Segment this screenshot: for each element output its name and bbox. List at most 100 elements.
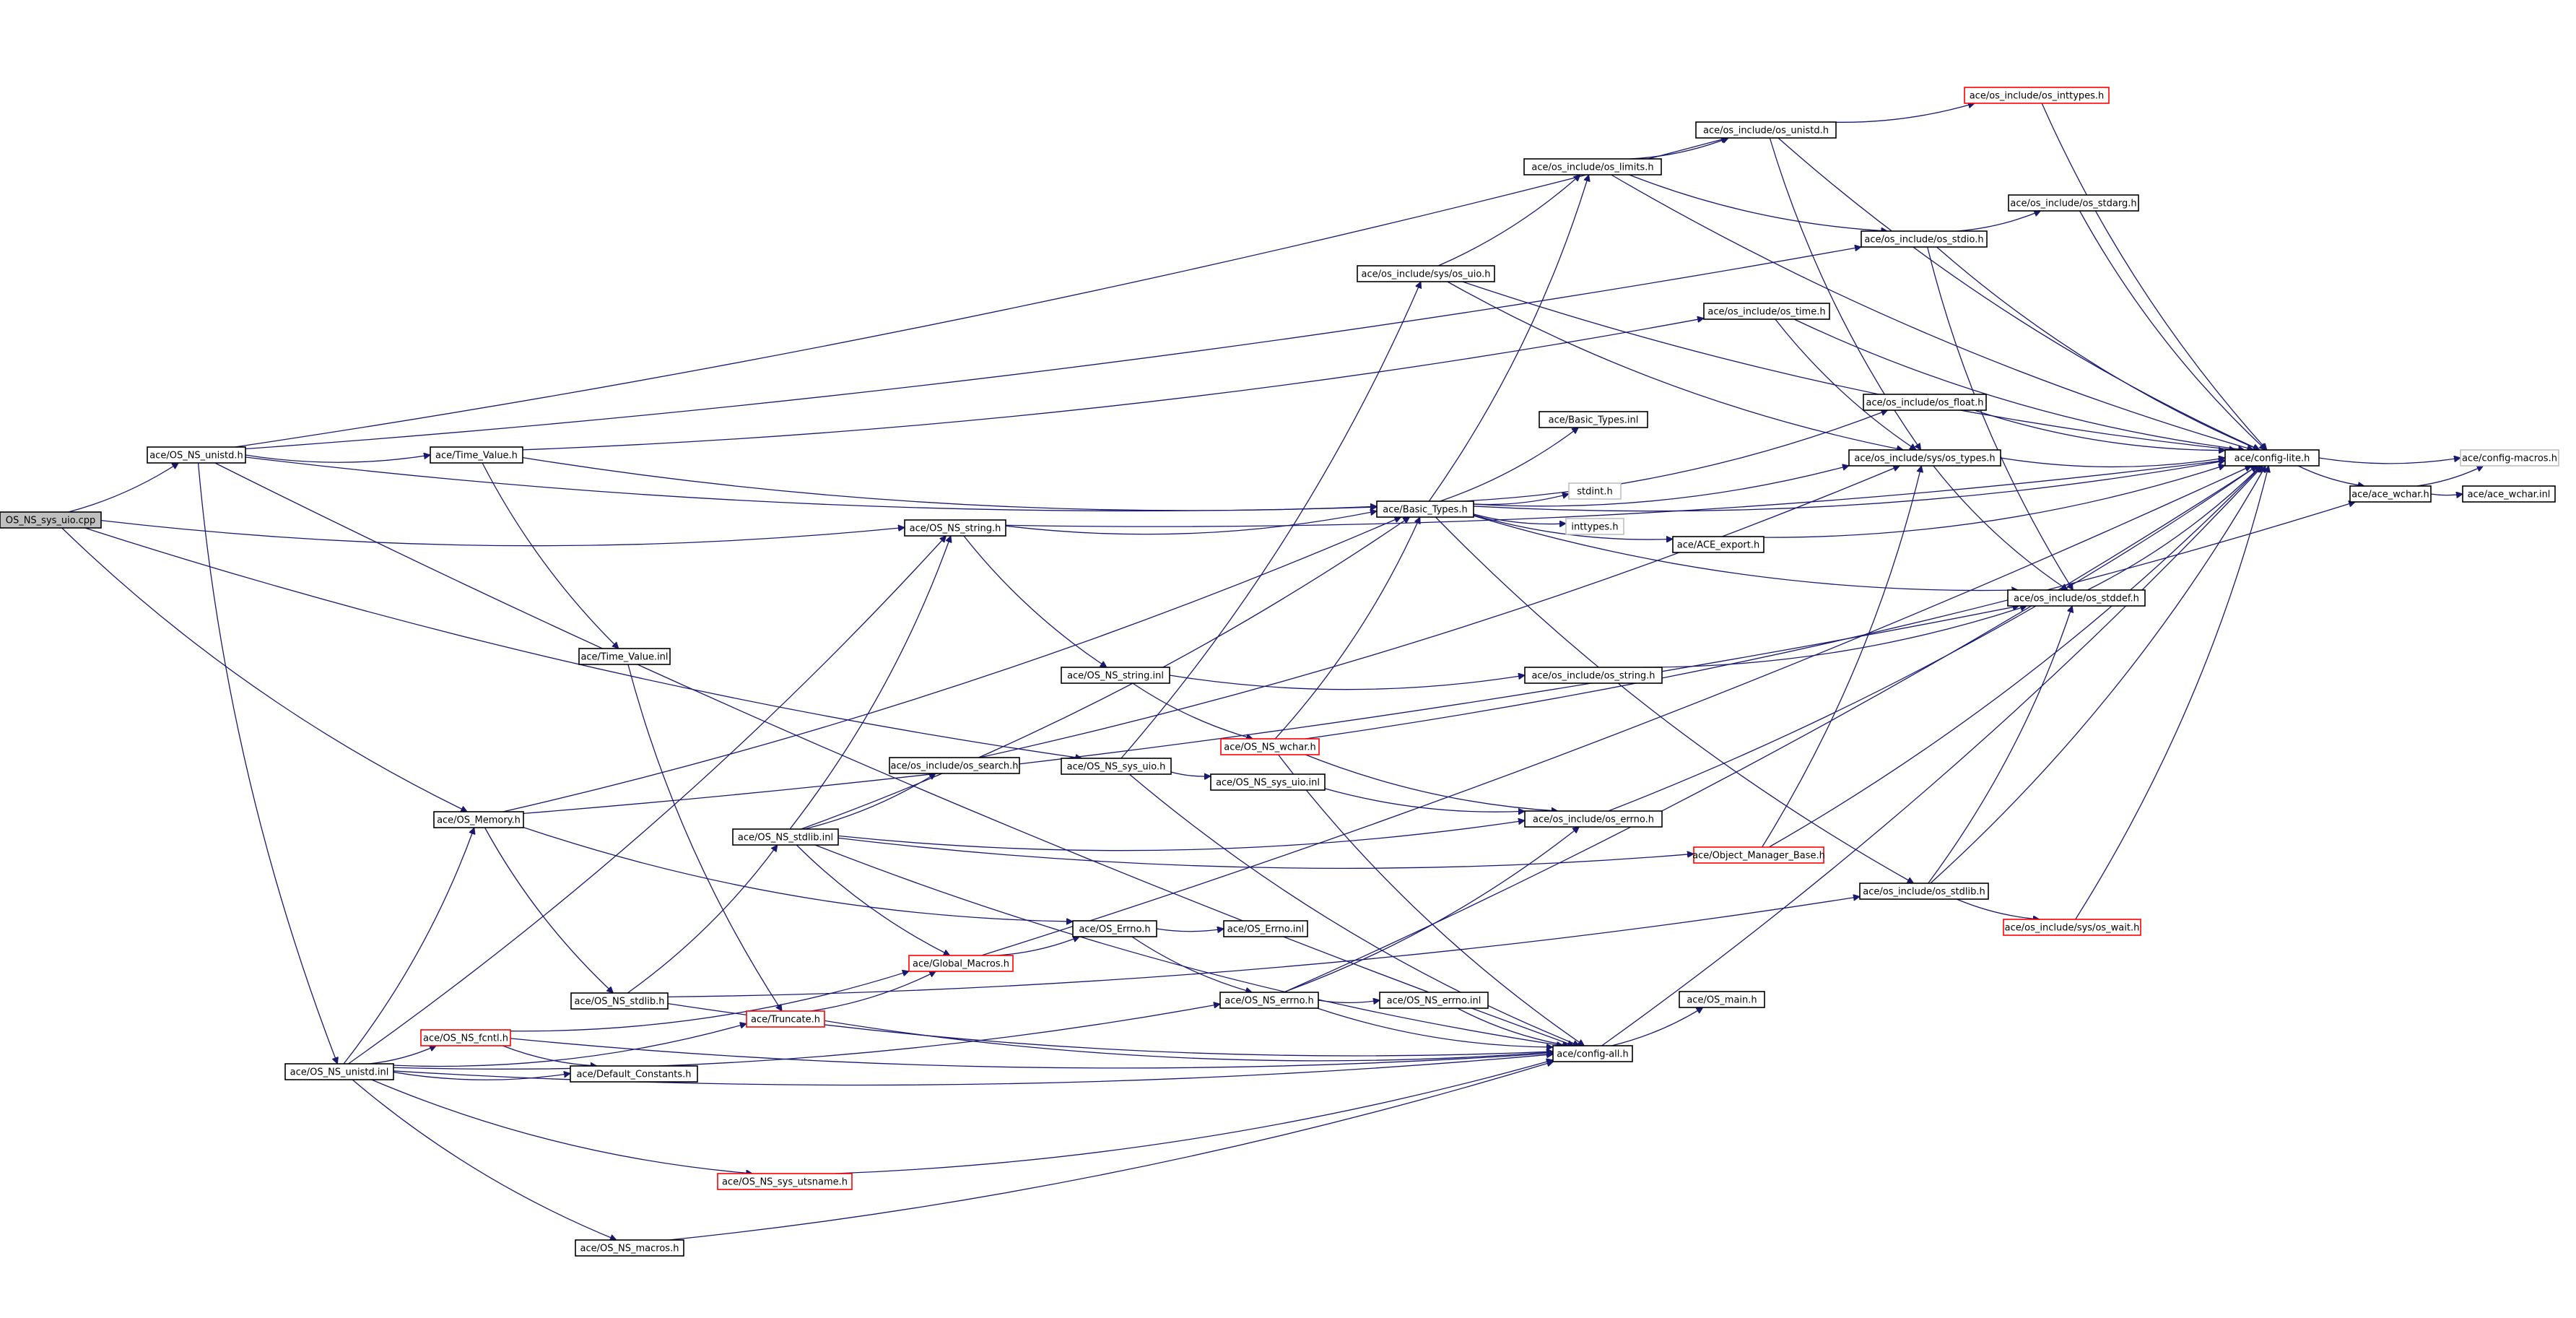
edge-os_unistd_inc-to-os_inttypes xyxy=(1827,103,1975,123)
node-box xyxy=(430,446,523,464)
node-label: ace/config-all.h xyxy=(1557,1049,1629,1060)
node-ace-os-ns-unistd-inl[interactable]: ace/OS_NS_unistd.inl xyxy=(284,1063,394,1080)
node-ace-os-ns-string-inl[interactable]: ace/OS_NS_string.inl xyxy=(1061,667,1170,684)
edge-fcntl_h-to-global_macros xyxy=(510,971,909,1032)
edge-sys_os_types-to-config_lite xyxy=(2000,458,2225,468)
edge-os_stddef-to-config_lite xyxy=(2087,466,2260,591)
node-ace-os-include-os-errno-h[interactable]: ace/os_include/os_errno.h xyxy=(1524,810,1663,828)
node-ace-os-errno-h[interactable]: ace/OS_Errno.h xyxy=(1072,920,1157,937)
node-ace-os-ns-stdlib-inl[interactable]: ace/OS_NS_stdlib.inl xyxy=(732,828,839,846)
node-ace-os-ns-unistd-h[interactable]: ace/OS_NS_unistd.h xyxy=(147,446,246,464)
edge-os_errno_h-to-ns_errno_h xyxy=(1131,936,1252,992)
node-label: ace/OS_NS_sys_uio.inl xyxy=(1216,778,1320,789)
node-ace-os-include-os-string-h[interactable]: ace/os_include/os_string.h xyxy=(1524,667,1663,684)
node-label: ace/OS_NS_unistd.inl xyxy=(290,1067,389,1078)
edge-sys_os_uio-to-os_limits xyxy=(1437,175,1580,266)
edge-memory_h-to-ns_stdlib_h xyxy=(484,827,614,993)
node-ace-object-manager-base-h[interactable]: ace/Object_Manager_Base.h xyxy=(1692,846,1825,864)
edge-unistd_inl-to-config_all xyxy=(393,1054,1553,1086)
node-box xyxy=(2460,449,2559,467)
edge-ns_wchar_h-to-config_all xyxy=(1278,754,1585,1046)
node-label: ace/os_include/os_time.h xyxy=(1707,307,1825,318)
node-ace-os-memory-h[interactable]: ace/OS_Memory.h xyxy=(433,811,524,828)
edge-fcntl_h-to-config_all xyxy=(510,1038,1553,1069)
edge-obj_mgr_base-to-sys_os_types xyxy=(1762,466,1922,848)
edge-basic_types_h-to-os_limits xyxy=(1428,175,1588,502)
node-ace-config-macros-h[interactable]: ace/config-macros.h xyxy=(2460,449,2559,467)
node-ace-basic-types-h[interactable]: ace/Basic_Types.h xyxy=(1376,500,1474,518)
node-box xyxy=(1863,394,1987,411)
edges-layer xyxy=(61,103,2484,1240)
edge-sys_os_uio-to-config_lite xyxy=(1462,281,2236,450)
node-box xyxy=(889,757,1020,774)
edge-os_inttypes-to-config_lite xyxy=(2041,103,2267,450)
node-ace-ace-wchar-h[interactable]: ace/ace_wchar.h xyxy=(2349,485,2432,503)
node-box xyxy=(570,992,669,1010)
node-box xyxy=(147,446,246,464)
node-ace-config-all-h[interactable]: ace/config-all.h xyxy=(1552,1045,1633,1062)
edge-memory_h-to-os_errno_h xyxy=(523,827,1073,922)
node-ace-global-macros-h[interactable]: ace/Global_Macros.h xyxy=(908,955,1014,972)
edge-unistd_h-to-basic_types_h xyxy=(245,456,1377,512)
node-ace-os-ns-sys-utsname-h[interactable]: ace/OS_NS_sys_utsname.h xyxy=(717,1173,853,1190)
node-ace-basic-types-inl[interactable]: ace/Basic_Types.inl xyxy=(1539,411,1648,428)
node-ace-os-ns-macros-h[interactable]: ace/OS_NS_macros.h xyxy=(575,1239,684,1257)
node-ace-os-include-os-stdarg-h[interactable]: ace/os_include/os_stdarg.h xyxy=(2008,194,2139,212)
node-ace-os-include-sys-os-wait-h[interactable]: ace/os_include/sys/os_wait.h xyxy=(2003,919,2141,936)
node-label: stdint.h xyxy=(1577,487,1612,498)
node-label: ace/ace_wchar.inl xyxy=(2468,490,2551,500)
node-ace-ace-wchar-inl[interactable]: ace/ace_wchar.inl xyxy=(2462,485,2556,503)
node-label: ace/os_include/os_float.h xyxy=(1866,398,1983,409)
node-os-ns-sys-uio-cpp[interactable]: OS_NS_sys_uio.cpp xyxy=(0,511,102,529)
node-ace-os-ns-sys-uio-h[interactable]: ace/OS_NS_sys_uio.h xyxy=(1061,758,1172,775)
node-ace-os-errno-inl[interactable]: ace/OS_Errno.inl xyxy=(1223,920,1308,937)
node-ace-os-ns-errno-h[interactable]: ace/OS_NS_errno.h xyxy=(1219,992,1319,1009)
node-ace-os-include-os-inttypes-h[interactable]: ace/os_include/os_inttypes.h xyxy=(1964,87,2110,104)
node-ace-time-value-h[interactable]: ace/Time_Value.h xyxy=(430,446,523,464)
node-ace-os-include-os-search-h[interactable]: ace/os_include/os_search.h xyxy=(889,757,1020,774)
node-ace-os-ns-sys-uio-inl[interactable]: ace/OS_NS_sys_uio.inl xyxy=(1210,773,1326,791)
node-ace-os-include-os-unistd-h[interactable]: ace/os_include/os_unistd.h xyxy=(1695,121,1837,139)
node-ace-os-include-sys-os-types-h[interactable]: ace/os_include/sys/os_types.h xyxy=(1848,449,2001,467)
node-stdint-h[interactable]: stdint.h xyxy=(1568,482,1622,500)
node-ace-os-ns-errno-inl[interactable]: ace/OS_NS_errno.inl xyxy=(1379,992,1489,1009)
node-ace-os-include-os-time-h[interactable]: ace/os_include/os_time.h xyxy=(1703,303,1830,320)
edge-os_stdio-to-os_stdarg xyxy=(1957,211,2041,232)
node-ace-os-include-os-stddef-h[interactable]: ace/os_include/os_stddef.h xyxy=(2007,589,2146,607)
node-ace-os-ns-string-h[interactable]: ace/OS_NS_string.h xyxy=(904,519,1006,537)
node-ace-os-ns-fcntl-h[interactable]: ace/OS_NS_fcntl.h xyxy=(420,1029,511,1046)
node-label: ace/os_include/os_limits.h xyxy=(1531,162,1653,173)
node-ace-os-include-os-stdio-h[interactable]: ace/os_include/os_stdio.h xyxy=(1861,230,1988,248)
node-label: ace/OS_NS_wchar.h xyxy=(1224,742,1315,753)
node-box xyxy=(2008,194,2139,212)
edge-ns_string_inl-to-ns_wchar_h xyxy=(1132,682,1253,739)
node-label: ace/os_include/sys/os_uio.h xyxy=(1362,269,1491,280)
node-box xyxy=(1552,1045,1633,1062)
node-ace-truncate-h[interactable]: ace/Truncate.h xyxy=(746,1010,825,1028)
node-ace-os-include-os-float-h[interactable]: ace/os_include/os_float.h xyxy=(1863,394,1987,411)
node-ace-os-main-h[interactable]: ace/OS_main.h xyxy=(1679,991,1765,1008)
node-ace-default-constants-h[interactable]: ace/Default_Constants.h xyxy=(570,1065,698,1083)
edge-os_limits-to-config_lite xyxy=(1611,174,2254,450)
node-box xyxy=(1357,265,1495,282)
edge-ns_errno_h-to-config_all xyxy=(1317,1007,1553,1047)
node-box xyxy=(1219,992,1319,1009)
node-ace-ace-export-h[interactable]: ace/ACE_export.h xyxy=(1672,536,1765,553)
edge-basic_types_h-to-os_stdlib_inc xyxy=(1435,516,1913,884)
edge-sys_os_wait-to-config_lite xyxy=(2075,466,2269,920)
node-inttypes-h[interactable]: inttypes.h xyxy=(1565,518,1624,535)
edge-config_all-to-config_lite xyxy=(1601,466,2263,1046)
node-box xyxy=(2003,919,2141,936)
node-box xyxy=(433,811,524,828)
edge-string_h-to-config_lite xyxy=(1005,460,2225,527)
node-ace-config-lite-h[interactable]: ace/config-lite.h xyxy=(2224,449,2320,467)
edge-os_stdio-to-config_lite xyxy=(1936,246,2259,450)
node-ace-os-include-os-stdlib-h[interactable]: ace/os_include/os_stdlib.h xyxy=(1859,883,1989,900)
node-box xyxy=(1223,920,1308,937)
node-ace-os-ns-stdlib-h[interactable]: ace/OS_NS_stdlib.h xyxy=(570,992,669,1010)
edge-basic_types_h-to-config_lite xyxy=(1473,461,2225,512)
node-ace-os-include-os-limits-h[interactable]: ace/os_include/os_limits.h xyxy=(1523,158,1662,175)
node-ace-os-include-sys-os-uio-h[interactable]: ace/os_include/sys/os_uio.h xyxy=(1357,265,1495,282)
node-ace-os-ns-wchar-h[interactable]: ace/OS_NS_wchar.h xyxy=(1220,738,1320,755)
node-ace-time-value-inl[interactable]: ace/Time_Value.inl xyxy=(578,648,671,665)
